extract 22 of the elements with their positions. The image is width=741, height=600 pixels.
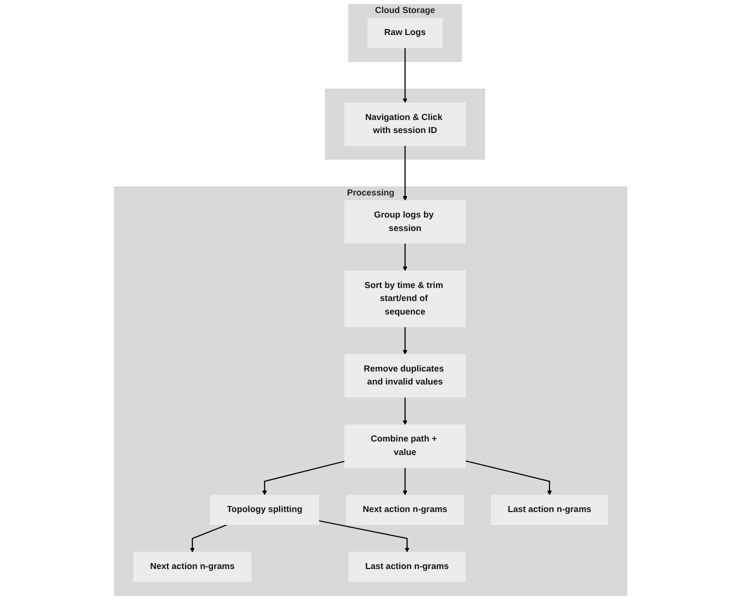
arrow xyxy=(318,520,410,552)
arrow xyxy=(402,48,408,103)
node-box: Remove duplicates and invalid values xyxy=(344,354,466,398)
arrow xyxy=(402,468,408,496)
arrow xyxy=(402,397,408,425)
node-box: Last action n-grams xyxy=(490,494,608,525)
arrow xyxy=(402,243,408,272)
cluster xyxy=(324,88,485,160)
node-box: Combine path + value xyxy=(344,424,466,468)
arrow xyxy=(262,460,345,496)
node-box: Group logs by session xyxy=(344,200,466,244)
node-box: Next action n-grams xyxy=(133,552,252,582)
node-box: Next action n-grams xyxy=(346,494,464,525)
node-box: Raw Logs xyxy=(367,18,442,48)
node-box: Last action n-grams xyxy=(348,552,466,582)
arrow xyxy=(465,460,552,496)
node-box: Sort by time & trim start/end of sequence xyxy=(344,270,466,328)
arrow xyxy=(190,524,228,552)
arrow xyxy=(402,146,408,201)
arrow xyxy=(402,326,408,355)
node-box: Topology splitting xyxy=(210,494,319,525)
node-box: Navigation & Click with session ID xyxy=(344,102,466,146)
